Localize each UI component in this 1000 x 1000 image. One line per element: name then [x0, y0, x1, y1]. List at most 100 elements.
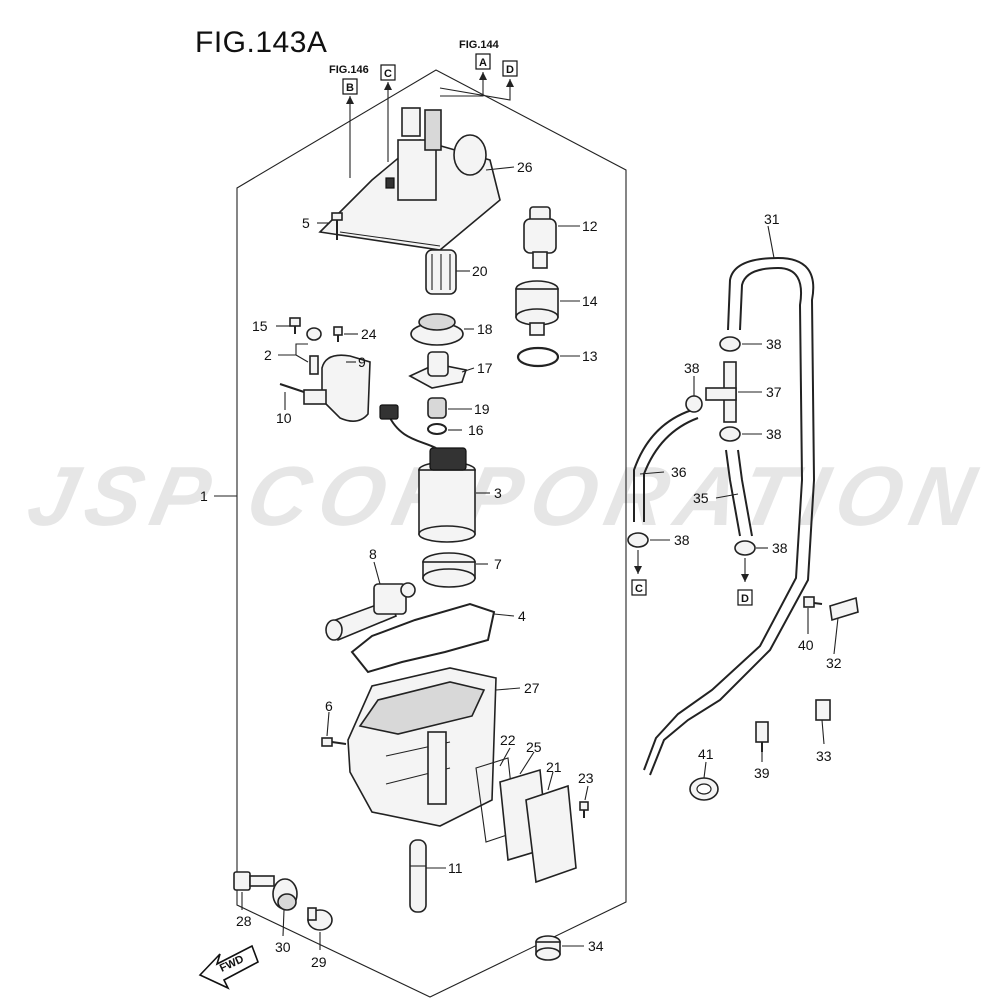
part-7-sleeve[interactable]	[422, 552, 476, 588]
part-19-grommet[interactable]	[427, 397, 447, 419]
callout-6[interactable]: 6	[325, 698, 333, 714]
part-38-clamp-3[interactable]	[719, 426, 741, 442]
part-37-joint[interactable]	[705, 361, 737, 423]
part-12-regulator[interactable]	[523, 206, 557, 269]
arrow-ref-d-bottom	[741, 574, 749, 582]
callout-21[interactable]: 21	[546, 759, 562, 775]
part-39-clip[interactable]	[755, 721, 769, 752]
callout-1[interactable]: 1	[200, 488, 208, 504]
part-27-separator-body[interactable]	[347, 667, 497, 827]
part-34-grommet[interactable]	[535, 935, 561, 961]
part-14-damper[interactable]	[515, 280, 559, 336]
callout-9[interactable]: 9	[358, 354, 366, 370]
callout-26[interactable]: 26	[517, 159, 533, 175]
part-41-clamp[interactable]	[689, 777, 719, 801]
callout-15[interactable]: 15	[252, 318, 268, 334]
callout-25[interactable]: 25	[526, 739, 542, 755]
callout-40[interactable]: 40	[798, 637, 814, 653]
callout-30[interactable]: 30	[275, 939, 291, 955]
ref-box-a[interactable]: A	[475, 53, 491, 70]
callout-38c[interactable]: 38	[766, 426, 782, 442]
part-26-fuel-pump-cover[interactable]	[318, 107, 501, 251]
callout-10[interactable]: 10	[276, 410, 292, 426]
callout-37[interactable]: 37	[766, 384, 782, 400]
ref-fig146[interactable]: FIG.146	[329, 64, 369, 76]
callout-12[interactable]: 12	[582, 218, 598, 234]
part-38-clamp-1[interactable]	[719, 336, 741, 352]
part-3-fuel-pump[interactable]	[379, 404, 476, 543]
part-23-screw[interactable]	[579, 801, 589, 818]
callout-24[interactable]: 24	[361, 326, 377, 342]
callout-4[interactable]: 4	[518, 608, 526, 624]
part-31-hose[interactable]	[643, 256, 816, 776]
callout-38d[interactable]: 38	[674, 532, 690, 548]
part-20-filter[interactable]	[425, 249, 457, 295]
callout-38a[interactable]: 38	[766, 336, 782, 352]
part-32-clip[interactable]	[829, 596, 859, 622]
callout-28[interactable]: 28	[236, 913, 252, 929]
ref-box-b[interactable]: B	[342, 78, 358, 95]
callout-27[interactable]: 27	[524, 680, 540, 696]
callout-13[interactable]: 13	[582, 348, 598, 364]
callout-23[interactable]: 23	[578, 770, 594, 786]
callout-38b[interactable]: 38	[684, 360, 700, 376]
ref-fig144[interactable]: FIG.144	[459, 39, 500, 51]
part-18-seal[interactable]	[410, 313, 464, 346]
part-29-collar[interactable]	[307, 907, 333, 931]
callout-19[interactable]: 19	[474, 401, 490, 417]
ref-box-c-top[interactable]: C	[380, 64, 396, 81]
callout-35[interactable]: 35	[693, 490, 709, 506]
part-38-clamp-5[interactable]	[734, 540, 756, 556]
callout-38e[interactable]: 38	[772, 540, 788, 556]
part-33-clip[interactable]	[815, 699, 831, 721]
callout-33[interactable]: 33	[816, 748, 832, 764]
callout-11[interactable]: 11	[448, 860, 463, 876]
callout-8[interactable]: 8	[369, 546, 377, 562]
ref-box-d-bottom[interactable]: D	[737, 589, 753, 606]
part-28-bolt[interactable]	[233, 871, 275, 891]
ref-box-d-top[interactable]: D	[502, 60, 518, 77]
ref-box-b-label: B	[346, 82, 354, 94]
callout-18[interactable]: 18	[477, 321, 493, 337]
callout-36[interactable]: 36	[671, 464, 687, 480]
callout-5[interactable]: 5	[302, 215, 310, 231]
callout-22[interactable]: 22	[500, 732, 516, 748]
part-5-bolt[interactable]	[331, 212, 343, 240]
part-11-pin[interactable]	[409, 839, 427, 913]
callout-17[interactable]: 17	[477, 360, 493, 376]
callout-16[interactable]: 16	[468, 422, 484, 438]
part-17-bracket[interactable]	[408, 351, 468, 389]
part-38-clamp-2[interactable]	[685, 395, 703, 413]
callout-7[interactable]: 7	[494, 556, 502, 572]
part-4-gasket[interactable]	[350, 602, 496, 674]
part-16-ring[interactable]	[427, 423, 447, 435]
part-2-grommet[interactable]	[306, 327, 322, 375]
part-15-bolt[interactable]	[289, 317, 301, 334]
part-24-bolt[interactable]	[333, 326, 343, 342]
part-10-pin[interactable]	[279, 383, 327, 405]
callout-41[interactable]: 41	[698, 746, 714, 762]
part-30-grommet[interactable]	[272, 878, 298, 911]
callout-34[interactable]: 34	[588, 938, 604, 954]
part-38-clamp-4[interactable]	[627, 532, 649, 548]
callout-32[interactable]: 32	[826, 655, 842, 671]
part-8-strainer[interactable]	[325, 582, 416, 642]
part-9-cover[interactable]	[321, 354, 371, 422]
part-6-bolt[interactable]	[321, 737, 347, 747]
callout-29[interactable]: 29	[311, 954, 327, 970]
callout-2[interactable]: 2	[264, 347, 272, 363]
callout-31[interactable]: 31	[764, 211, 780, 227]
ref-box-c-bottom[interactable]: C	[631, 579, 647, 596]
part-35-hose[interactable]	[725, 449, 753, 537]
ref-box-c-bottom-label: C	[635, 583, 643, 595]
callout-20[interactable]: 20	[472, 263, 488, 279]
part-40-bolt[interactable]	[803, 596, 823, 608]
callout-14[interactable]: 14	[582, 293, 598, 309]
part-36-hose[interactable]	[633, 409, 699, 522]
part-13-o-ring[interactable]	[516, 346, 560, 368]
callout-3[interactable]: 3	[494, 485, 502, 501]
part-21-cover[interactable]	[525, 784, 577, 884]
arrow-ref-c	[384, 82, 392, 90]
callout-39[interactable]: 39	[754, 765, 770, 781]
